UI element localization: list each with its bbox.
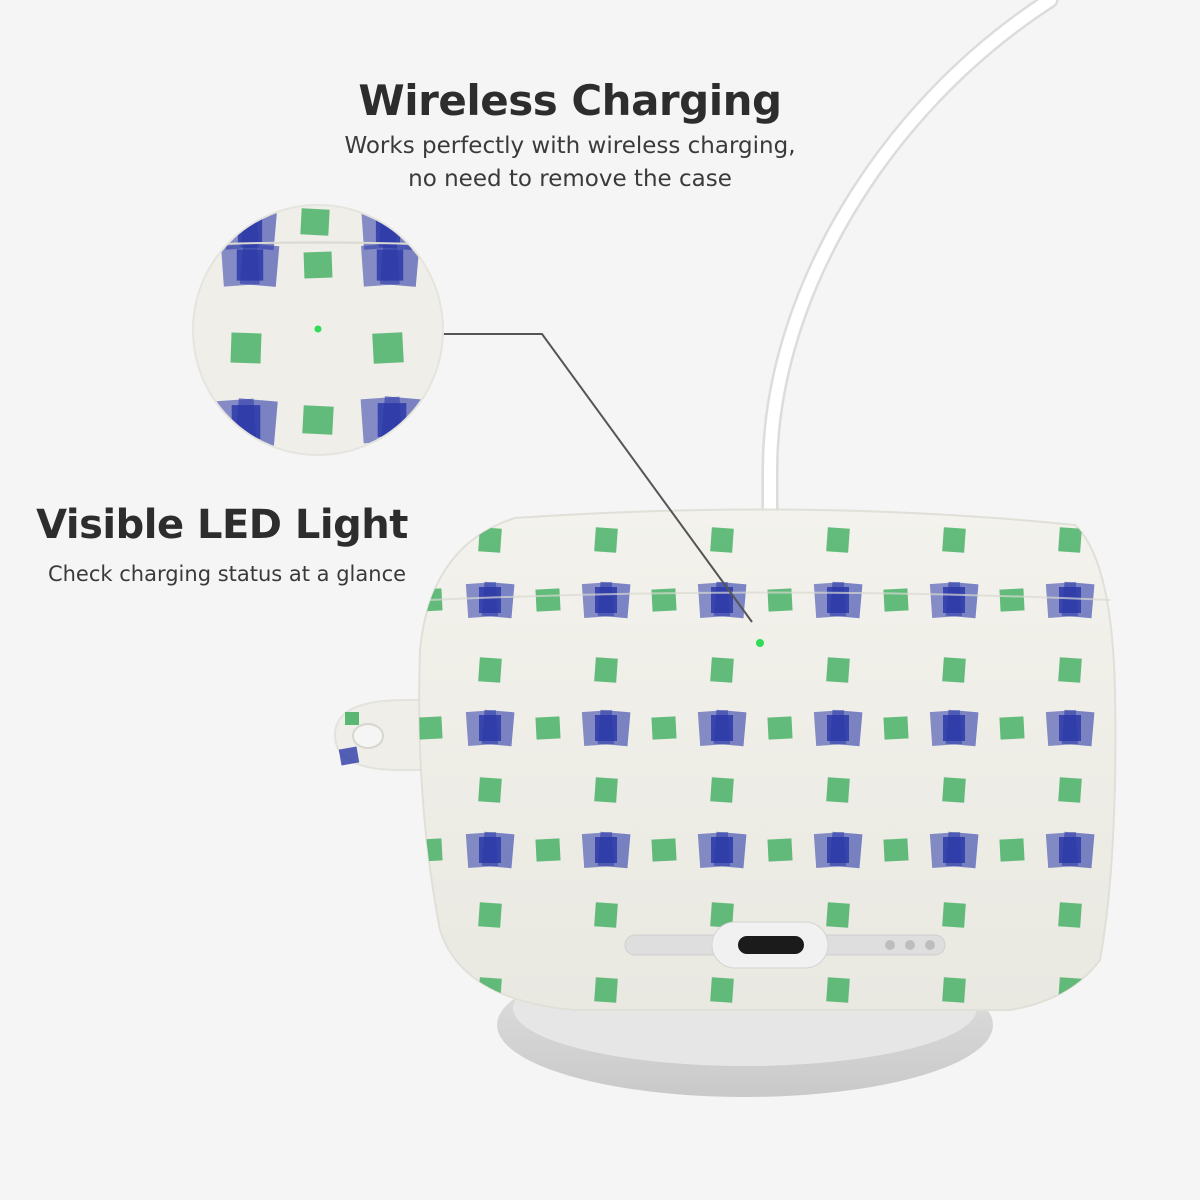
pattern-square [710,902,734,928]
pattern-square [594,527,618,553]
pattern-square [883,588,909,612]
pattern-square [942,902,966,928]
pattern-square [942,657,966,683]
pattern-square [999,838,1025,862]
pattern-square [1059,715,1081,741]
pattern-square [1058,657,1082,683]
pattern-square [827,715,849,741]
lanyard-loop [333,699,440,771]
pattern-square [422,973,452,1007]
led-zoom-callout [192,204,444,456]
pattern-square [478,527,502,553]
pattern-square [651,588,677,612]
pattern-square [372,332,404,364]
earbuds-case-illustration [418,508,1117,1011]
pattern-square [535,838,561,862]
pattern-square [711,715,733,741]
pattern-square [942,527,966,553]
pattern-square [478,657,502,683]
pattern-square [420,978,440,1002]
pattern-square [594,902,618,928]
pattern-square [826,777,850,803]
pattern-square [479,587,501,613]
pattern-square [231,405,261,439]
pattern-square [478,977,502,1003]
led-description-line: Check charging status at a glance [47,562,407,586]
wireless-charging-description: Works perfectly with wireless charging, … [300,130,840,196]
pattern-square [943,587,965,613]
pattern-square [827,587,849,613]
pattern-square [826,977,850,1003]
pattern-square [826,902,850,928]
pattern-square [595,587,617,613]
pattern-square [419,973,438,1007]
pattern-square [1058,527,1082,553]
pattern-square [376,249,404,281]
pattern-square [710,657,734,683]
pattern-square [1059,587,1081,613]
pattern-square [594,777,618,803]
pattern-square [883,716,909,740]
pattern-square [1058,902,1082,928]
pattern-square [303,251,333,279]
pattern-square [419,716,443,740]
pattern-square [710,527,734,553]
pattern-square [478,902,502,928]
pattern-square [595,837,617,863]
pattern-square [651,838,677,862]
pattern-square [1058,977,1082,1003]
pattern-square [826,657,850,683]
pattern-square [942,777,966,803]
pattern-square [375,215,401,245]
led-light-title: Visible LED Light [36,502,408,548]
pattern-square [942,977,966,1003]
wireless-charging-title: Wireless Charging [358,76,782,125]
pattern-square [236,249,264,281]
callout-leader-line [443,333,753,623]
pattern-square [826,527,850,553]
wireless-description-line-1: Works perfectly with wireless charging, [344,133,796,159]
pattern-square [479,837,501,863]
pattern-square [999,716,1025,740]
pattern-square [767,716,793,740]
pattern-square [943,715,965,741]
pattern-square [595,715,617,741]
pattern-square [711,837,733,863]
pattern-square [943,837,965,863]
pattern-square [230,332,262,364]
pattern-square [767,588,793,612]
pattern-square [479,715,501,741]
pattern-square [999,588,1025,612]
pattern-square [767,838,793,862]
pattern-square [1059,837,1081,863]
pattern-square [300,208,330,236]
pattern-square [594,657,618,683]
pattern-square [1058,777,1082,803]
led-indicator [756,639,764,647]
pattern-square [883,838,909,862]
pattern-square [710,977,734,1003]
led-light-description: Check charging status at a glance [22,558,432,591]
pattern-square [302,405,334,435]
pattern-square [535,588,561,612]
pattern-square [419,838,443,862]
pattern-square [827,837,849,863]
wireless-description-line-2: no need to remove the case [408,166,732,192]
pattern-square [594,977,618,1003]
pattern-square [710,777,734,803]
pattern-square [478,777,502,803]
pattern-square [651,716,677,740]
pattern-square [535,716,561,740]
